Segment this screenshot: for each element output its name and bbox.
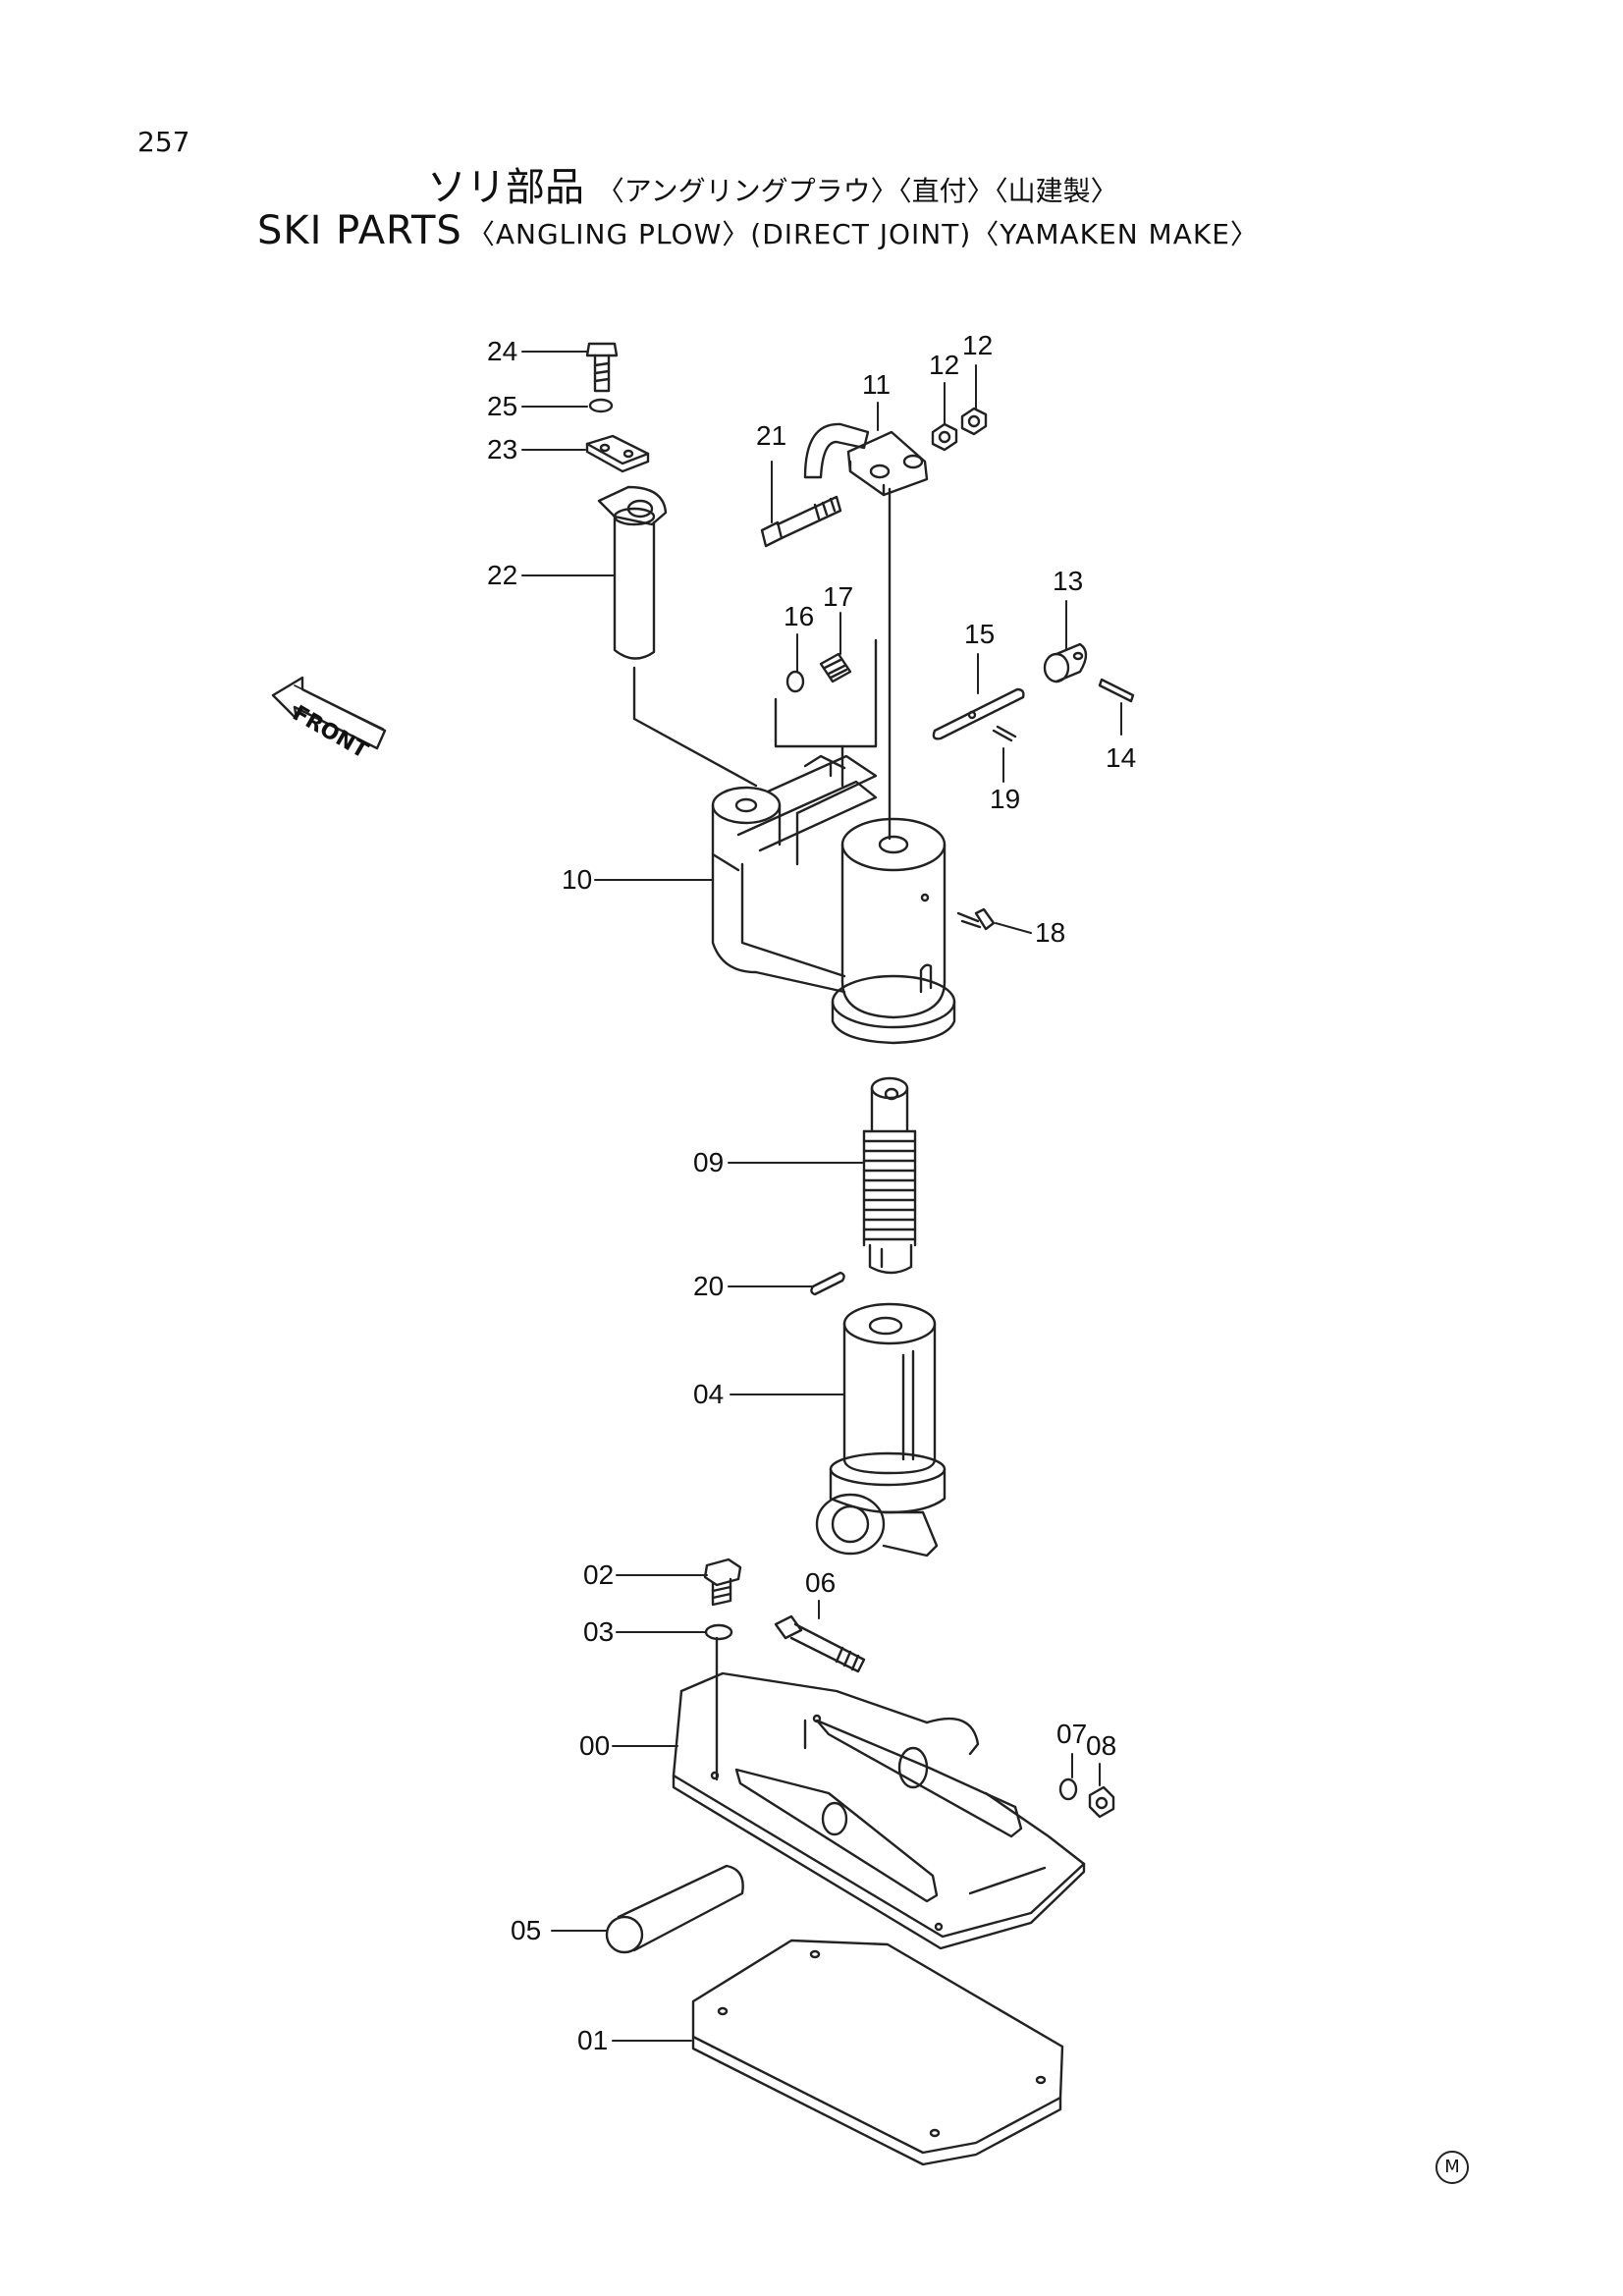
pin-20 — [810, 1271, 845, 1296]
callout-19: 19 — [990, 784, 1021, 814]
front-label-text: FRONT — [288, 701, 372, 764]
frame-10 — [711, 754, 956, 1045]
callout-09: 09 — [693, 1147, 725, 1177]
callout-14: 14 — [1106, 742, 1137, 773]
callout-06: 06 — [805, 1567, 837, 1598]
callout-23: 23 — [487, 434, 518, 465]
washer-07 — [1058, 1777, 1078, 1801]
washer-25 — [588, 398, 614, 413]
callout-13: 13 — [1053, 566, 1084, 596]
callout-07: 07 — [1056, 1719, 1088, 1749]
base-bracket-00 — [672, 1671, 1086, 1950]
bolt-06 — [774, 1614, 866, 1673]
callout-25: 25 — [487, 391, 518, 421]
callout-08: 08 — [1086, 1730, 1117, 1761]
pin-15 — [932, 687, 1025, 740]
callout-12: 12 — [929, 350, 960, 380]
bracket-11 — [803, 422, 929, 497]
pin-05 — [605, 1864, 744, 1954]
bolt-24 — [585, 342, 619, 393]
title-japanese-sub: 〈アングリングプラウ〉〈直付〉〈山建製〉 — [596, 175, 1118, 207]
key-14 — [1098, 678, 1135, 703]
callout-18: 18 — [1035, 917, 1066, 948]
washer-16 — [785, 670, 805, 693]
title-english: SKI PARTS 〈ANGLING PLOW〉(DIRECT JOINT)〈Y… — [257, 208, 1259, 253]
callout-22: 22 — [487, 560, 518, 590]
callout-05: 05 — [511, 1915, 542, 1945]
title-japanese: ソリ部品 〈アングリングプラウ〉〈直付〉〈山建製〉 — [427, 155, 1118, 212]
callout-04: 04 — [693, 1379, 725, 1409]
corner-mark-m: M — [1435, 2151, 1469, 2184]
callout-12-second: 12 — [962, 330, 994, 360]
grease-nipple-18 — [956, 907, 996, 931]
callout-21: 21 — [756, 420, 787, 451]
plate-01 — [691, 1939, 1064, 2166]
pin-22 — [597, 485, 668, 660]
screw-09 — [862, 1076, 917, 1275]
front-arrow-icon — [271, 676, 387, 750]
callout-01: 01 — [577, 2025, 609, 2055]
cotter-19 — [992, 725, 1017, 742]
bracket-lines-16-17 — [774, 638, 878, 748]
assembly-line-22 — [632, 666, 758, 788]
collar-13 — [1043, 642, 1088, 683]
nut-12 — [931, 407, 988, 452]
nut-08 — [1088, 1785, 1115, 1819]
tube-04 — [815, 1302, 947, 1558]
callout-10: 10 — [562, 864, 593, 895]
title-english-sub: 〈ANGLING PLOW〉(DIRECT JOINT)〈YAMAKEN MAK… — [466, 218, 1259, 250]
bolt-21 — [760, 495, 842, 548]
page-number: 257 — [137, 126, 190, 158]
callout-24: 24 — [487, 336, 518, 366]
bolt-02 — [703, 1558, 742, 1607]
front-label: FRONT — [257, 668, 395, 766]
callout-16: 16 — [784, 601, 815, 631]
callout-15: 15 — [964, 619, 996, 649]
title-japanese-main: ソリ部品 — [427, 165, 584, 210]
leader-lines — [521, 351, 1122, 2042]
title-english-main: SKI PARTS — [257, 208, 462, 253]
spring-17 — [819, 652, 852, 683]
callout-11: 11 — [862, 369, 892, 400]
callout-20: 20 — [693, 1271, 725, 1301]
callout-02: 02 — [583, 1559, 615, 1590]
callout-00: 00 — [579, 1730, 611, 1761]
callout-03: 03 — [583, 1616, 615, 1647]
callout-17: 17 — [823, 581, 854, 612]
washer-03 — [704, 1623, 733, 1641]
plate-23 — [585, 434, 650, 473]
